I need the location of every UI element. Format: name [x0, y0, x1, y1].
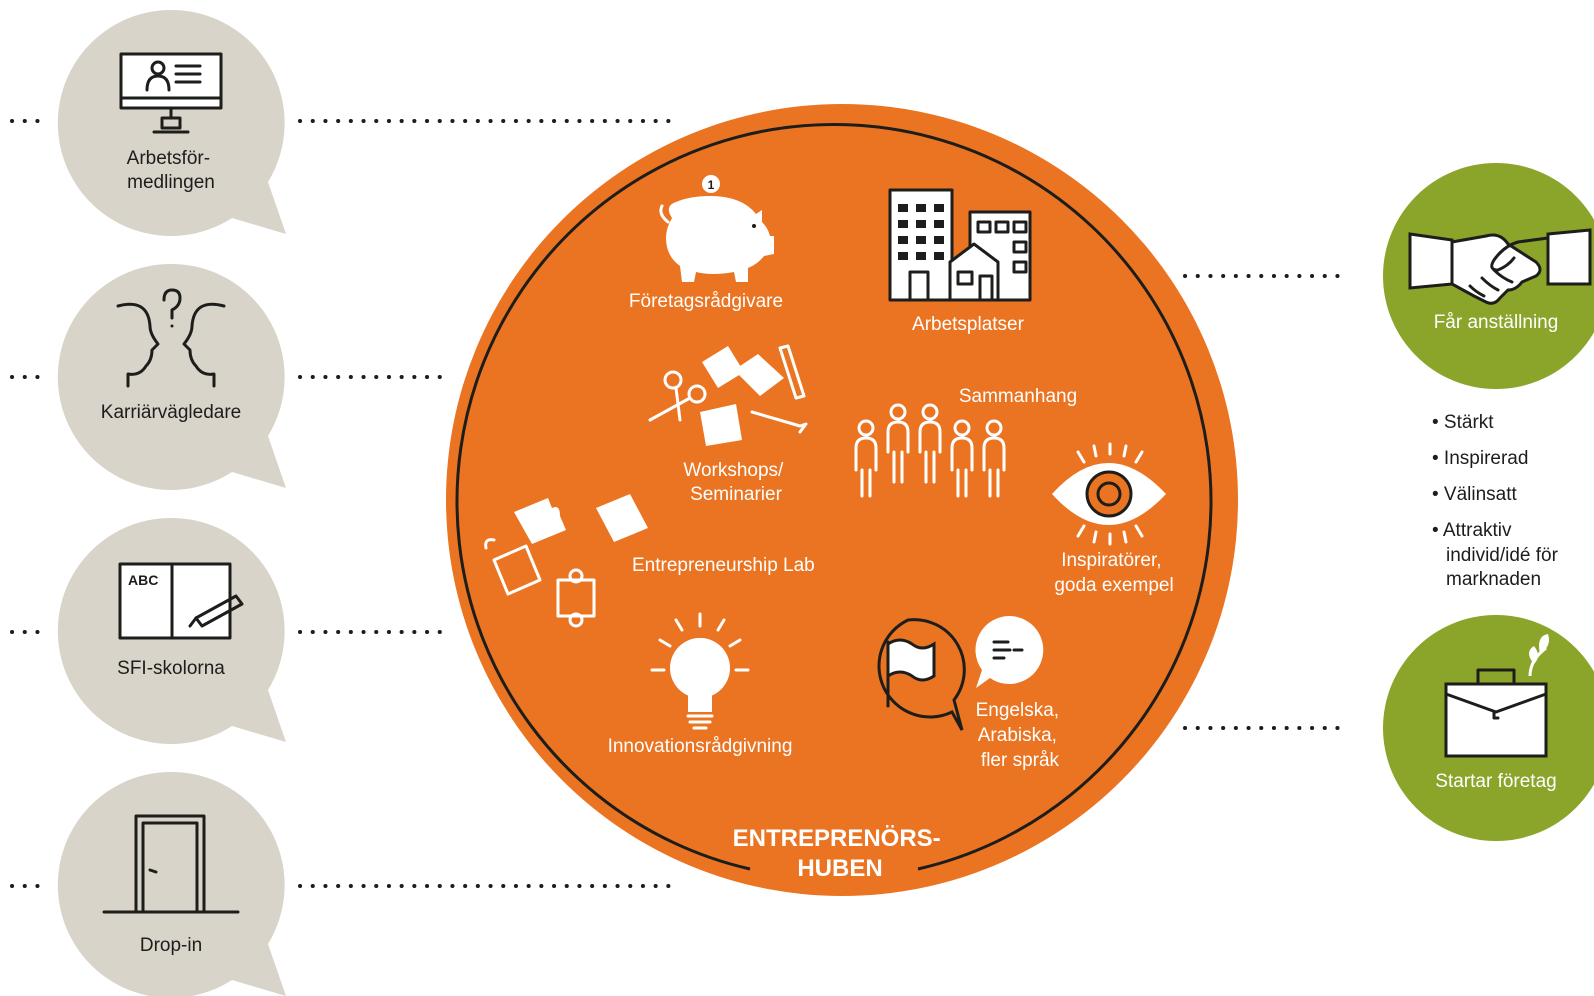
svg-text:Drop-in: Drop-in — [140, 935, 202, 956]
outcome-bullet-list: • Stärkt • Inspirerad • Välinsatt • Attr… — [1432, 412, 1563, 590]
left-item-label-line: medlingen — [127, 172, 215, 193]
hub-item-arbetsplatser: Arbetsplatser — [888, 188, 1032, 335]
puzzle-pieces-icon — [484, 494, 648, 628]
two-faces-question-icon — [116, 288, 226, 388]
hub-item-label-line: Engelska, — [976, 700, 1059, 721]
hub-item-workshops-seminarier: Workshops/ Seminarier — [648, 344, 808, 505]
hub-item-inspiratorer: Inspiratörer, goda exempel — [1052, 442, 1174, 596]
outcome-label: Startar företag — [1435, 771, 1556, 792]
group-of-people-icon — [854, 403, 1006, 498]
buildings-icon — [888, 188, 1032, 302]
left-item-label-line: Arbetsför- — [127, 148, 210, 169]
hub-item-innovationsradgivning: Innovationsrådgivning — [608, 612, 793, 757]
svg-text:Arbetsplatser: Arbetsplatser — [912, 314, 1025, 335]
hub-item-label-line: Sammanhang — [959, 386, 1077, 407]
svg-text:Startar företag: Startar företag — [1435, 771, 1556, 792]
light-bulb-icon — [650, 612, 750, 730]
left-item-karriarvagledare: Karriärvägledare — [57, 263, 287, 490]
svg-text:Engelska, Arabiska,: Engelska, Arabiska, fler språk — [976, 700, 1065, 771]
abc-book-pencil-icon: ABC — [118, 562, 244, 640]
svg-text:Entrepreneurship Lab: Entrepreneurship Lab — [632, 555, 815, 576]
svg-text:ENTREPRENÖRS- HUBEN: ENTREPRENÖRS- HUBEN — [733, 825, 948, 882]
hub-item-foretagsradgivare: 1 Företagsrådgivare — [629, 175, 783, 312]
bullet-item: • Välinsatt — [1432, 484, 1518, 505]
speech-bubble — [57, 263, 287, 490]
eye-icon — [1052, 442, 1166, 546]
speech-bubbles-flag-icon — [877, 615, 1044, 731]
svg-text:Får anställning: Får anställning — [1434, 312, 1559, 333]
hub-item-label-line: Arbetsplatser — [912, 314, 1025, 335]
briefcase-sprout-icon — [1444, 634, 1549, 758]
handshake-icon — [1408, 228, 1592, 305]
book-abc-text: ABC — [128, 572, 158, 588]
svg-text:1: 1 — [708, 178, 715, 192]
hub-item-entrepreneurship-lab: Entrepreneurship Lab — [484, 494, 815, 628]
connector-lines — [10, 119, 1352, 888]
hub-item-label-line: Arabiska, — [978, 725, 1057, 746]
hub-item-label-line: Innovationsrådgivning — [608, 736, 793, 757]
piggy-bank-icon: 1 — [659, 175, 774, 282]
door-icon — [102, 814, 240, 914]
speech-bubble — [57, 9, 287, 236]
entreprenorshuben-circle: ENTREPRENÖRS- HUBEN — [446, 104, 1238, 896]
hub-item-label-line: goda exempel — [1054, 575, 1173, 596]
outcome-label: Får anställning — [1434, 312, 1559, 333]
hub-item-label-line: Seminarier — [690, 484, 783, 505]
outcome-far-anstallning: Får anställning — [1383, 163, 1594, 389]
hub-item-label-line: fler språk — [981, 750, 1060, 771]
hub-item-label-line: Inspiratörer, — [1061, 550, 1161, 571]
bullet-item: • Attraktiv — [1432, 520, 1512, 541]
svg-text:• Stärkt • Inspirerad: • Stärkt • Inspirerad • Välinsatt • Attr… — [1432, 412, 1563, 590]
svg-text:Företagsrådgivare: Företagsrådgivare — [629, 291, 783, 312]
left-item-label-line: Karriärvägledare — [101, 402, 241, 423]
bullet-item-continuation: marknaden — [1446, 569, 1541, 590]
hub-item-label-line: Entrepreneurship Lab — [632, 555, 815, 576]
speech-bubble — [57, 771, 286, 996]
left-item-sfi-skolorna: ABC SFI-skolorna — [57, 517, 286, 744]
svg-text:Arbetsför- medlingen: Arbetsför- medlingen — [127, 148, 216, 193]
left-item-drop-in: Drop-in — [57, 771, 286, 996]
hub-title-line: ENTREPRENÖRS- — [733, 825, 941, 852]
hub-item-label-line: Workshops/ — [683, 460, 784, 481]
scissors-papers-pencil-icon — [648, 344, 808, 446]
left-item-label-line: Drop-in — [140, 935, 202, 956]
outcome-startar-foretag: Startar företag — [1383, 615, 1594, 841]
svg-text:Innovationsrådgivning: Innovationsrådgivning — [608, 736, 793, 757]
svg-text:Sammanhang: Sammanhang — [959, 386, 1077, 407]
bullet-item-continuation: individ/idé för — [1446, 545, 1559, 566]
bullet-item: • Stärkt — [1432, 412, 1494, 433]
bullet-item: • Inspirerad — [1432, 448, 1528, 469]
hub-item-sprak: Engelska, Arabiska, fler språk — [877, 615, 1065, 771]
left-item-arbetsformedlingen: Arbetsför- medlingen — [57, 9, 287, 236]
svg-text:Karriärvägledare: Karriärvägledare — [101, 402, 241, 423]
svg-text:SFI-skolorna: SFI-skolorna — [117, 658, 225, 679]
hub-title-line: HUBEN — [797, 855, 882, 882]
svg-text:Inspiratörer, goda exemp: Inspiratörer, goda exempel — [1054, 550, 1173, 596]
computer-monitor-icon — [119, 52, 223, 134]
hub-item-sammanhang: Sammanhang — [854, 386, 1077, 498]
left-item-label-line: SFI-skolorna — [117, 658, 225, 679]
hub-item-label-line: Företagsrådgivare — [629, 291, 783, 312]
svg-text:Workshops/ Seminarier: Workshops/ Seminarier — [683, 460, 788, 505]
